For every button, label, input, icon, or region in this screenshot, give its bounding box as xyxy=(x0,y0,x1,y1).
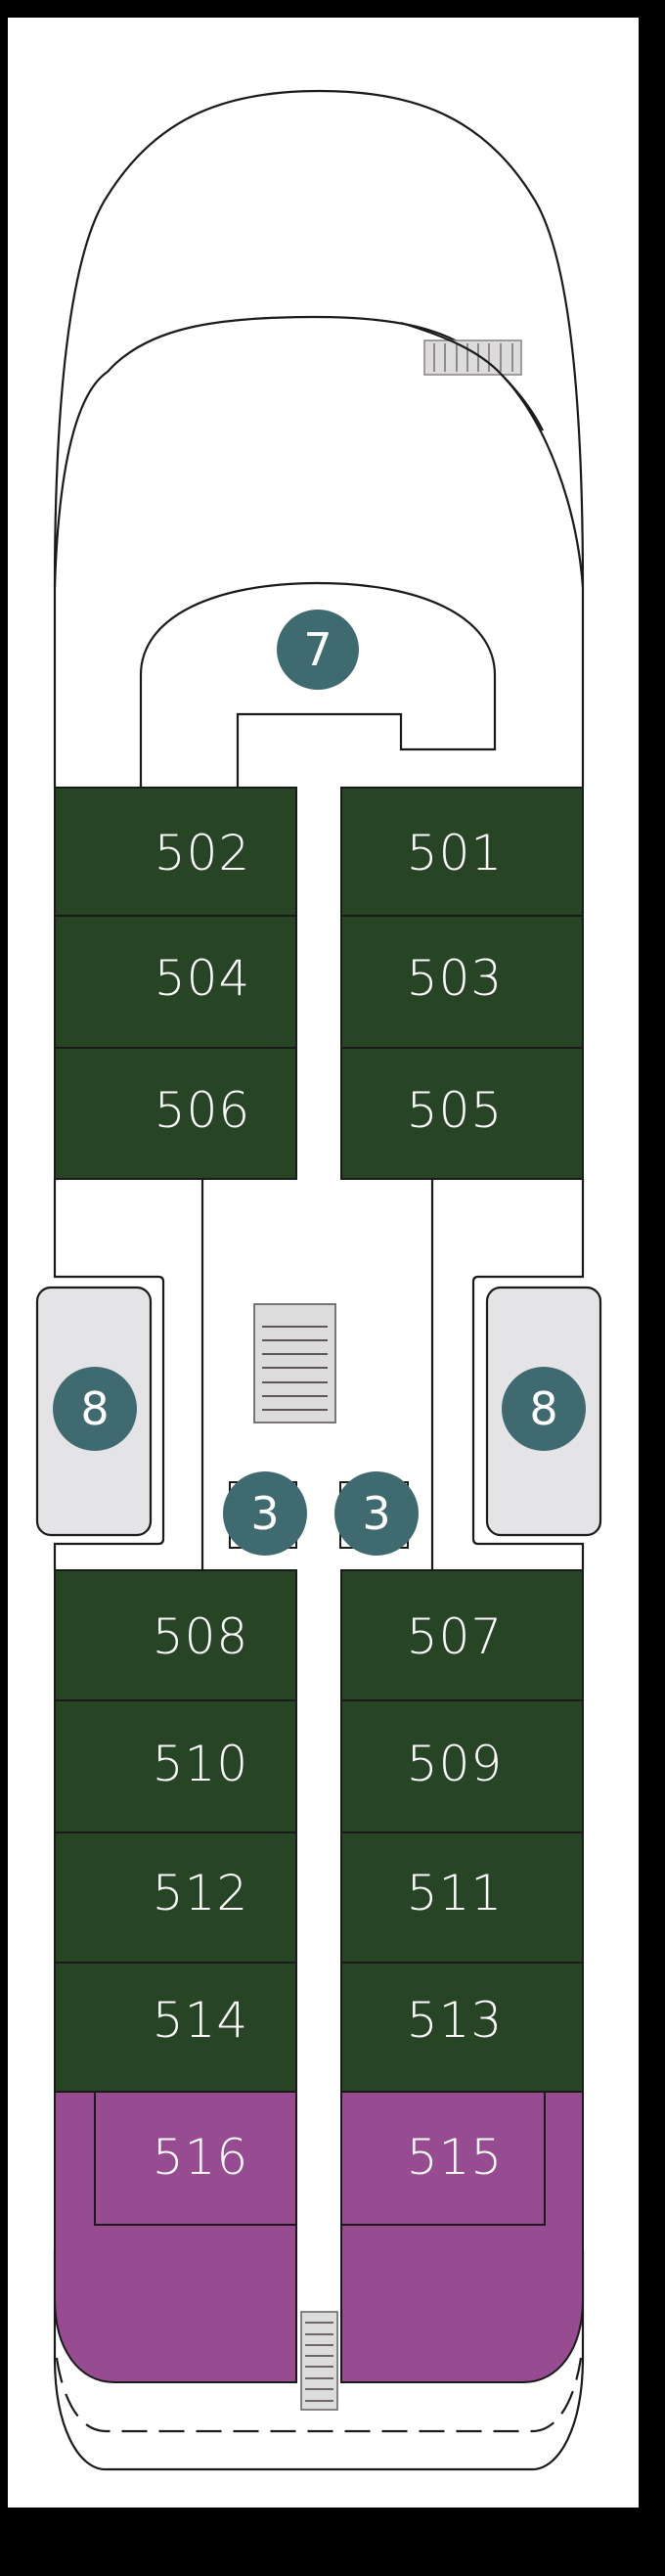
cabin-502[interactable] xyxy=(54,787,297,917)
cabin-507[interactable] xyxy=(340,1569,584,1701)
lounge-marker-7[interactable]: 7 xyxy=(277,610,359,690)
cabin-label-501[interactable]: 501 xyxy=(406,825,504,881)
suite-516-room xyxy=(94,2091,297,2226)
grate-icon xyxy=(423,339,522,376)
cabin-503[interactable] xyxy=(340,915,584,1049)
inner-bow-curve-overlay xyxy=(400,321,544,431)
lifeboat-marker-8-starboard[interactable]: 8 xyxy=(502,1367,586,1451)
outer-hull-bow xyxy=(53,89,585,788)
stern-stairs-icon[interactable] xyxy=(300,2311,338,2411)
cabin-514[interactable] xyxy=(54,1962,297,2093)
cabin-509[interactable] xyxy=(340,1699,584,1833)
cabin-512[interactable] xyxy=(54,1831,297,1964)
midship-right-wall xyxy=(471,1179,585,1570)
cabin-511[interactable] xyxy=(340,1831,584,1964)
cabin-label-516[interactable]: 516 xyxy=(152,2129,249,2186)
cabin-label-503[interactable]: 503 xyxy=(406,950,504,1007)
lounge-outline xyxy=(139,581,497,788)
cabin-label-505[interactable]: 505 xyxy=(406,1082,504,1139)
midship-left-wall xyxy=(53,1179,165,1570)
elevator-marker-3-port[interactable]: 3 xyxy=(223,1471,307,1556)
hull-outlines xyxy=(53,89,585,2471)
cabin-block-forward xyxy=(54,787,584,1180)
cabin-505[interactable] xyxy=(340,1047,584,1180)
cabin-510[interactable] xyxy=(54,1699,297,1833)
suite-block xyxy=(54,2091,584,2383)
suite-515-room xyxy=(340,2091,546,2226)
cabin-label-508[interactable]: 508 xyxy=(152,1608,249,1665)
cabin-label-513[interactable]: 513 xyxy=(406,1992,504,2049)
cabin-label-512[interactable]: 512 xyxy=(152,1865,249,1921)
outer-hull-stern xyxy=(53,2250,585,2471)
cabin-label-504[interactable]: 504 xyxy=(154,950,251,1007)
inner-bow-curve xyxy=(53,315,585,588)
cabin-block-aft xyxy=(54,1569,584,2093)
cabin-label-511[interactable]: 511 xyxy=(406,1865,504,1921)
cabin-label-507[interactable]: 507 xyxy=(406,1608,504,1665)
cabin-label-506[interactable]: 506 xyxy=(154,1082,251,1139)
cabin-label-509[interactable]: 509 xyxy=(406,1736,504,1792)
cabin-label-510[interactable]: 510 xyxy=(152,1736,249,1792)
cabin-501[interactable] xyxy=(340,787,584,917)
cabin-label-514[interactable]: 514 xyxy=(152,1992,249,2049)
cabin-label-502[interactable]: 502 xyxy=(154,825,251,881)
stern-dashed-line xyxy=(55,2357,583,2433)
cabin-504[interactable] xyxy=(54,915,297,1049)
lifeboat-marker-8-port[interactable]: 8 xyxy=(53,1367,137,1451)
elevator-marker-3-starboard[interactable]: 3 xyxy=(334,1471,419,1556)
cabin-506[interactable] xyxy=(54,1047,297,1180)
stairs-icon[interactable] xyxy=(253,1303,336,1424)
cabin-508[interactable] xyxy=(54,1569,297,1701)
cabin-513[interactable] xyxy=(340,1962,584,2093)
cabin-label-515[interactable]: 515 xyxy=(406,2129,504,2186)
